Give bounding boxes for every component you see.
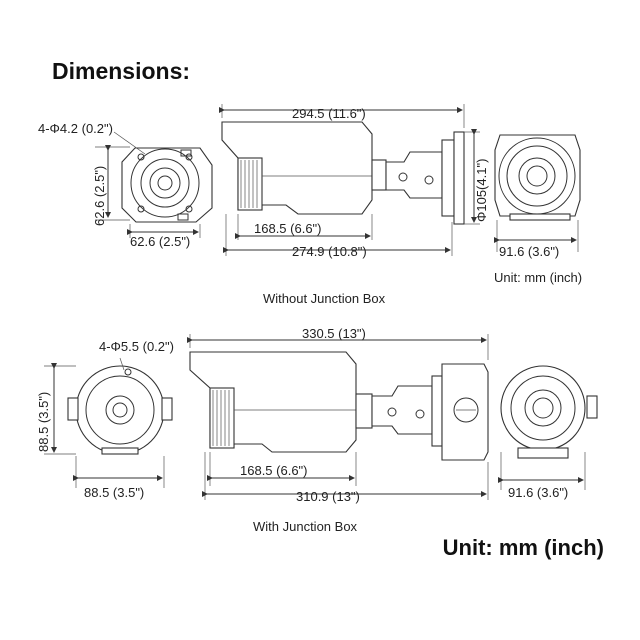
bottom-front-height-label: 88.5 (3.5") bbox=[36, 392, 51, 452]
top-front-view bbox=[95, 131, 213, 238]
bottom-hole-label: 4-Φ5.5 (0.2") bbox=[99, 339, 174, 354]
top-side-body-label: 274.9 (10.8") bbox=[292, 244, 367, 259]
top-rear-width-label: 91.6 (3.6") bbox=[499, 244, 559, 259]
top-front-width-label: 62.6 (2.5") bbox=[130, 234, 190, 249]
bottom-front-view bbox=[44, 357, 173, 488]
bottom-side-length-label: 330.5 (13") bbox=[302, 326, 366, 341]
top-side-length-label: 294.5 (11.6") bbox=[292, 106, 366, 121]
bottom-front-width-label: 88.5 (3.5") bbox=[84, 485, 144, 500]
page-title: Dimensions: bbox=[52, 58, 191, 84]
top-unit-label: Unit: mm (inch) bbox=[494, 270, 582, 285]
bottom-rear-view bbox=[498, 365, 598, 490]
top-side-view bbox=[219, 104, 480, 256]
top-side-diameter-label: Φ105(4.1") bbox=[474, 159, 489, 222]
bottom-side-view bbox=[187, 334, 489, 500]
top-rear-view bbox=[494, 134, 581, 252]
unit-label-large: Unit: mm (inch) bbox=[442, 535, 604, 560]
top-front-height-label: 62.6 (2.5") bbox=[92, 166, 107, 226]
bottom-side-body-label: 310.9 (13") bbox=[296, 489, 360, 504]
bottom-rear-width-label: 91.6 (3.6") bbox=[508, 485, 568, 500]
bottom-side-mount-label: 168.5 (6.6") bbox=[240, 463, 308, 478]
top-hole-label: 4-Φ4.2 (0.2") bbox=[38, 121, 113, 136]
top-side-mount-label: 168.5 (6.6") bbox=[254, 221, 322, 236]
bottom-caption: With Junction Box bbox=[253, 519, 358, 534]
top-caption: Without Junction Box bbox=[263, 291, 386, 306]
